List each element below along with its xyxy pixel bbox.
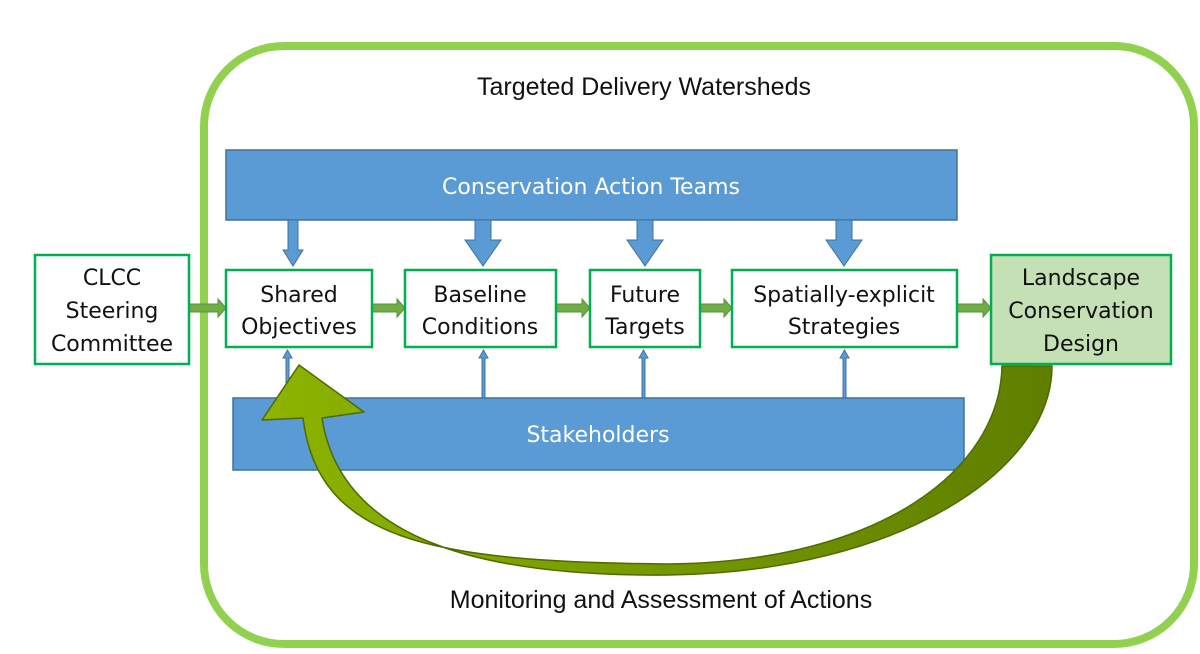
box-future-line1: Future — [610, 283, 680, 308]
box-spatially-explicit: Spatially-explicit Strategies — [730, 268, 959, 349]
team-to-steps-arrows — [282, 219, 863, 267]
right-arrow-icon — [699, 297, 733, 319]
down-arrow-icon — [825, 219, 863, 267]
box-baseline-conditions: Baseline Conditions — [403, 268, 558, 349]
targeted-watersheds-frame — [200, 42, 1198, 648]
down-arrow-icon — [464, 219, 502, 267]
conservation-action-teams-bar — [225, 149, 958, 221]
box-spatial-line2: Strategies — [788, 315, 900, 340]
down-arrow-icon — [626, 219, 664, 267]
feedback-loop-arrow — [261, 364, 1053, 576]
right-arrow-icon — [371, 297, 406, 319]
box-landscape-line3: Design — [1043, 332, 1119, 357]
box-spatial-line1: Spatially-explicit — [753, 283, 935, 308]
conservation-action-teams-label: Conservation Action Teams — [442, 175, 740, 200]
box-baseline-line1: Baseline — [433, 283, 526, 308]
box-shared-line1: Shared — [260, 283, 337, 308]
box-future-targets: Future Targets — [588, 268, 702, 349]
box-clcc-steering: CLCC Steering Committee — [33, 253, 191, 366]
right-arrow-icon — [188, 297, 227, 319]
box-future-line2: Targets — [604, 315, 685, 340]
box-clcc-line2: Steering — [66, 299, 159, 324]
up-arrow-icon — [478, 348, 489, 399]
box-landscape-line2: Conservation — [1008, 299, 1153, 324]
monitoring-assessment-label: Monitoring and Assessment of Actions — [450, 586, 872, 614]
box-clcc-line1: CLCC — [83, 266, 141, 291]
box-shared-line2: Objectives — [241, 315, 357, 340]
box-landscape-line1: Landscape — [1022, 266, 1140, 291]
box-landscape-design: Landscape Conservation Design — [989, 253, 1173, 366]
down-arrow-icon — [282, 219, 304, 267]
box-baseline-line2: Conditions — [422, 315, 538, 340]
right-arrow-icon — [555, 297, 591, 319]
stakeholder-to-steps-arrows — [282, 348, 850, 399]
stakeholders-label: Stakeholders — [526, 423, 669, 448]
frame-title: Targeted Delivery Watersheds — [477, 73, 811, 101]
right-arrow-icon — [956, 297, 992, 319]
box-shared-objectives: Shared Objectives — [224, 268, 374, 349]
box-clcc-line3: Committee — [51, 332, 173, 357]
process-flow-arrows — [188, 297, 992, 319]
up-arrow-icon — [638, 348, 649, 399]
up-arrow-icon — [839, 348, 850, 399]
